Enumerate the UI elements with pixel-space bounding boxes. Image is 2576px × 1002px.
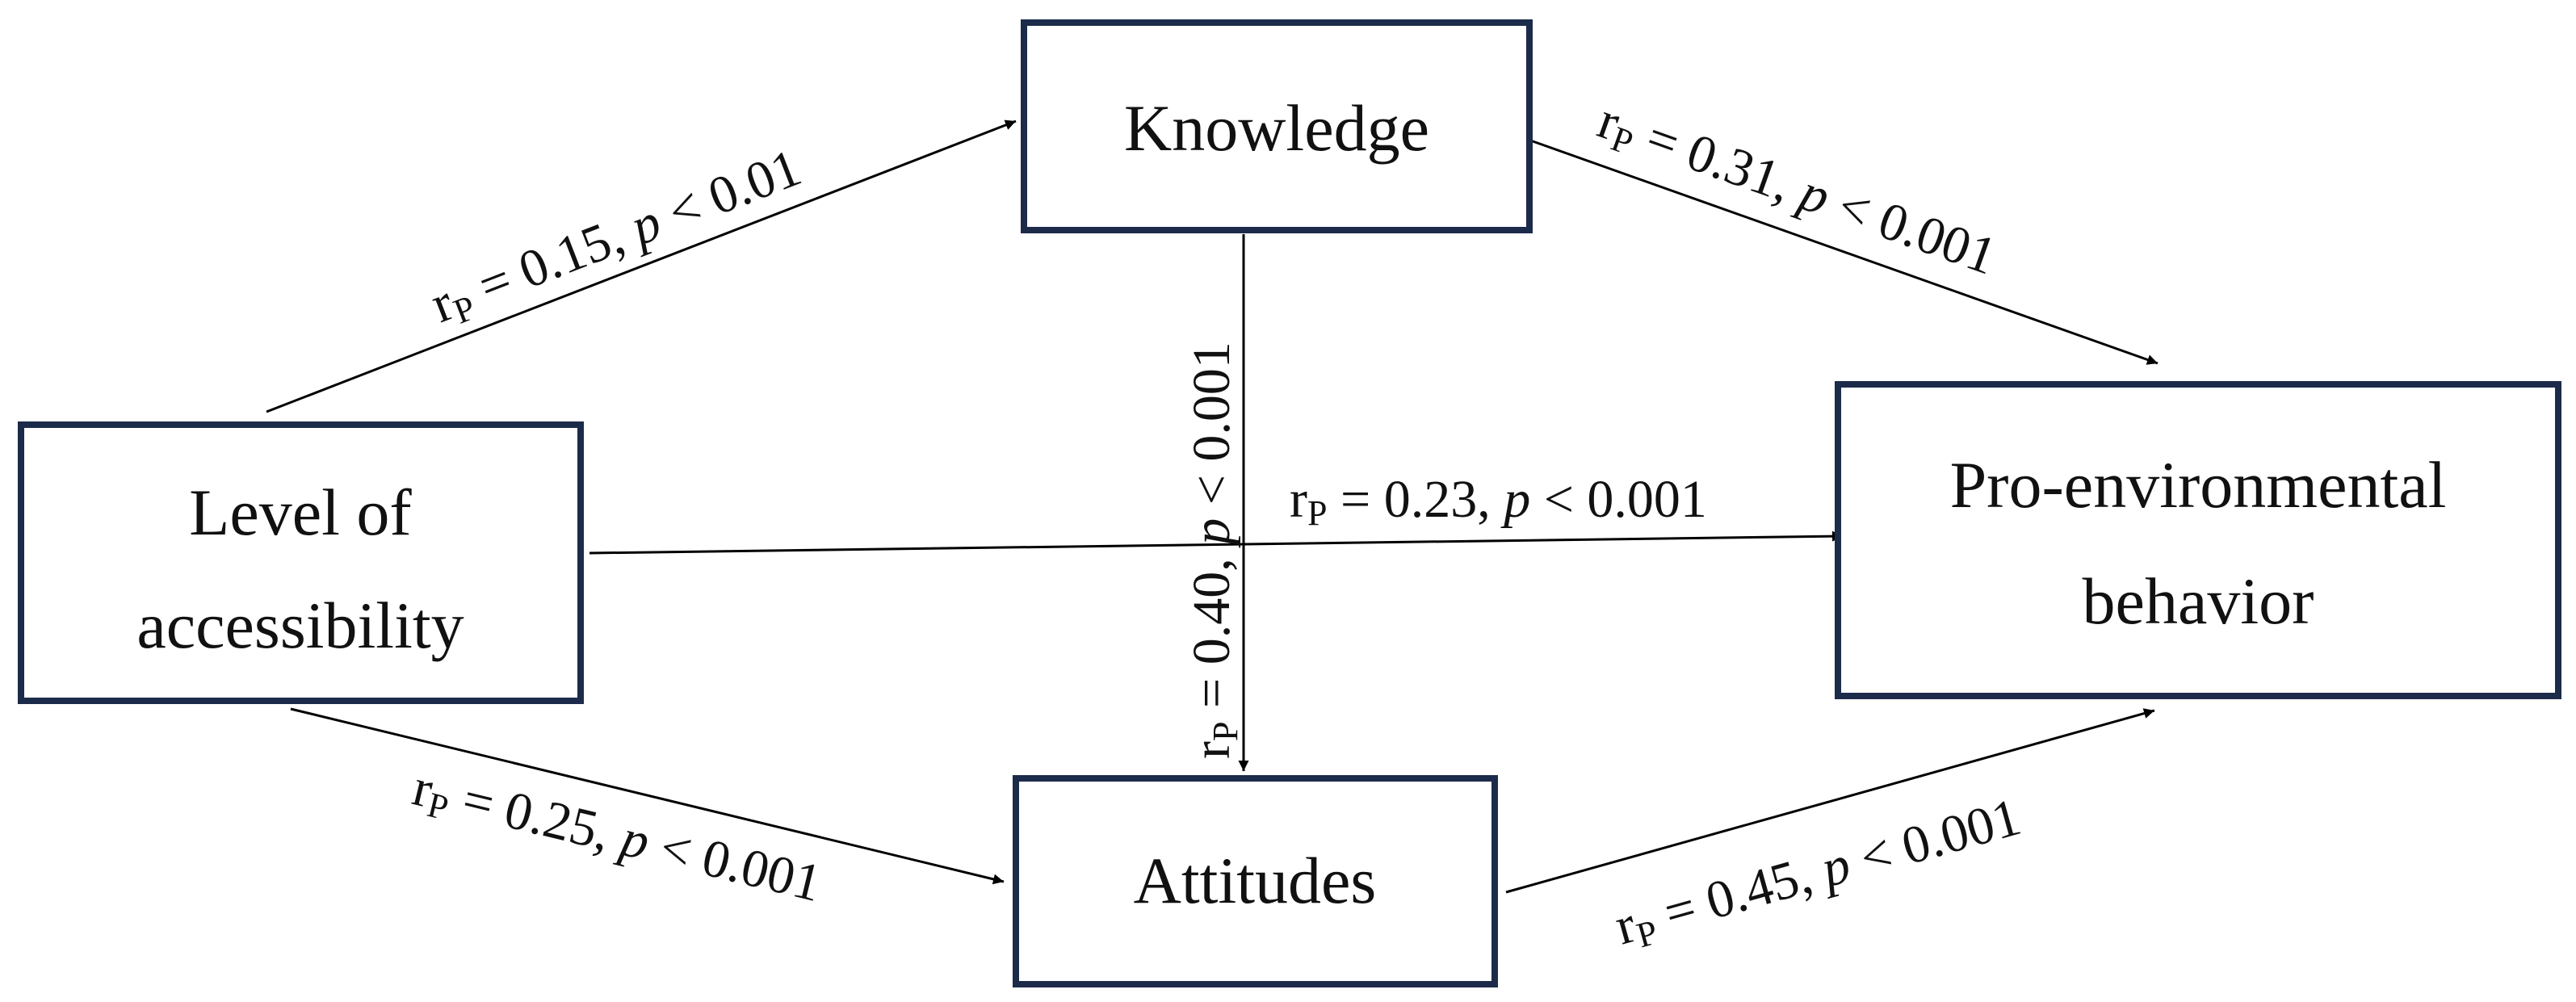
node-box [1021, 19, 1533, 233]
node-label: Knowledge [1124, 91, 1429, 165]
node-label-line2: behavior [2083, 564, 2314, 638]
node-label-line2: accessibility [136, 589, 464, 662]
edge-label-accessibility-attitudes: rP = 0.25, p < 0.001 [406, 758, 827, 917]
node-pro-environmental-behavior: Pro-environmental behavior [1835, 381, 2561, 699]
edge-label-knowledge-attitudes: rP = 0.40, p < 0.001 [1182, 342, 1245, 759]
edge-label-attitudes-behavior: rP = 0.45, p < 0.001 [1609, 787, 2028, 960]
edges [266, 119, 2159, 894]
edge-knowledge-to-behavior [1509, 132, 2159, 365]
node-attitudes: Attitudes [1013, 775, 1498, 987]
edge-accessibility-to-behavior [589, 530, 1844, 555]
node-label-line1: Pro-environmental [1950, 448, 2447, 522]
node-label-line1: Level of [189, 476, 412, 549]
node-box [1835, 381, 2561, 699]
edge-label-knowledge-behavior: rP = 0.31, p < 0.001 [1589, 90, 2003, 290]
node-label: Attitudes [1134, 844, 1377, 917]
edge-accessibility-to-attitudes [290, 707, 1005, 885]
edge-attitudes-to-behavior [1505, 708, 2155, 894]
node-level-of-accessibility: Level of accessibility [18, 421, 584, 704]
edge-label-accessibility-knowledge: rP = 0.15, p < 0.01 [423, 138, 810, 338]
node-knowledge: Knowledge [1021, 19, 1533, 233]
edge-accessibility-to-knowledge [266, 119, 1017, 413]
edge-label-accessibility-behavior: rP = 0.23, p < 0.001 [1290, 470, 1707, 533]
node-box [18, 421, 584, 704]
node-box [1013, 775, 1498, 987]
